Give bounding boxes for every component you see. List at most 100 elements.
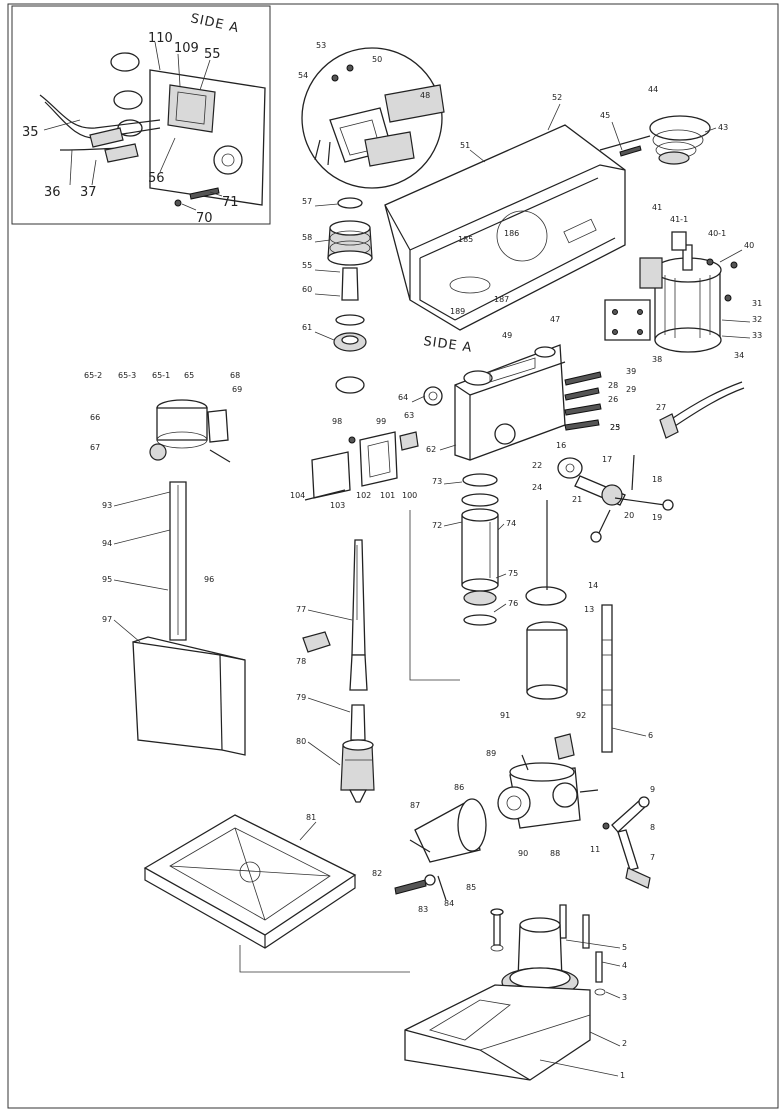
callout-67: 67: [90, 443, 100, 452]
assembly-leader-table: [239, 945, 410, 973]
callout-104: 104: [290, 491, 305, 500]
callout-79: 79: [296, 693, 306, 702]
callout-99: 99: [376, 417, 386, 426]
callout-74: 74: [506, 519, 516, 528]
callout-73: 73: [432, 477, 442, 486]
callout-61: 61: [302, 323, 312, 332]
callout-7: 7: [650, 853, 655, 862]
callout-54: 54: [298, 71, 308, 80]
callout-4: 4: [622, 961, 627, 970]
callout-37: 37: [80, 185, 97, 200]
callout-27: 27: [656, 403, 666, 412]
callout-110: 110: [148, 31, 173, 46]
callout-82: 82: [372, 869, 382, 878]
callout-11: 11: [590, 845, 600, 854]
table-bracket: [497, 733, 599, 829]
callout-48: 48: [420, 91, 430, 100]
feed-shaft-assembly: [557, 454, 674, 543]
callout-71: 71: [222, 195, 239, 210]
callout-38: 38: [652, 355, 662, 364]
callout-65-2: 65-2: [84, 371, 102, 380]
callout-53: 53: [316, 41, 326, 50]
inset-side-a: SIDE A: [11, 5, 271, 225]
callout-96: 96: [204, 575, 214, 584]
callout-60: 60: [302, 285, 312, 294]
callout-8: 8: [650, 823, 655, 832]
callout-36: 36: [44, 185, 61, 200]
spindle-pulley-stack: [327, 197, 373, 394]
callout-19: 19: [652, 513, 662, 522]
callout-1: 1: [620, 1071, 625, 1080]
quill-assembly: [461, 473, 499, 626]
callout-49: 49: [502, 331, 512, 340]
rack-6: [601, 604, 613, 753]
callout-83: 83: [418, 905, 428, 914]
work-table-81: [143, 814, 357, 949]
inset-title: SIDE A: [189, 11, 240, 36]
callout-25: 25: [610, 423, 620, 432]
callout-187: 187: [494, 295, 509, 304]
callout-84: 84: [444, 899, 454, 908]
callout-28: 28: [608, 381, 618, 390]
base-bolts: [490, 904, 606, 996]
callout-62: 62: [426, 445, 436, 454]
callout-55: 55: [302, 261, 312, 270]
callout-91: 91: [500, 711, 510, 720]
callout-45: 45: [600, 111, 610, 120]
callout-18: 18: [652, 475, 662, 484]
callout-93: 93: [102, 501, 112, 510]
callout-78: 78: [296, 657, 306, 666]
side-a-label: SIDE A: [422, 334, 473, 356]
callout-17: 17: [602, 455, 612, 464]
head-casting-62: SIDE A: [422, 334, 602, 461]
callout-32: 32: [752, 315, 762, 324]
callout-leaders: [113, 103, 751, 1077]
callout-44: 44: [648, 85, 658, 94]
callout-85: 85: [466, 883, 476, 892]
callout-20: 20: [624, 511, 634, 520]
depth-stop-assembly: [304, 431, 419, 501]
callout-41-1: 41-1: [670, 215, 688, 224]
callout-100: 100: [402, 491, 417, 500]
callout-95: 95: [102, 575, 112, 584]
motor-pulley: [599, 115, 711, 165]
callout-2: 2: [622, 1039, 627, 1048]
callout-47: 47: [550, 315, 560, 324]
callout-89: 89: [486, 749, 496, 758]
callout-80: 80: [296, 737, 306, 746]
callout-97: 97: [102, 615, 112, 624]
callout-35: 35: [22, 125, 39, 140]
callout-186: 186: [504, 229, 519, 238]
callout-52: 52: [552, 93, 562, 102]
page-frame: [7, 3, 779, 1109]
assembly-leader-column: [409, 510, 460, 681]
callout-labels: 110 109 55 35 36 37 56 71 70 53 54 50 48…: [22, 31, 762, 1080]
callout-57: 57: [302, 197, 312, 206]
callout-24: 24: [532, 483, 542, 492]
callout-65-3: 65-3: [118, 371, 136, 380]
callout-72: 72: [432, 521, 442, 530]
column-and-guard: [132, 481, 246, 756]
callout-33: 33: [752, 331, 762, 340]
callout-22: 22: [532, 461, 542, 470]
callout-40-1: 40-1: [708, 229, 726, 238]
callout-58: 58: [302, 233, 312, 242]
callout-55: 55: [204, 47, 221, 62]
callout-98: 98: [332, 417, 342, 426]
callout-5: 5: [622, 943, 627, 952]
callout-81: 81: [306, 813, 316, 822]
callout-65: 65: [184, 371, 194, 380]
callout-13: 13: [584, 605, 594, 614]
callout-14: 14: [588, 581, 598, 590]
callout-40: 40: [744, 241, 754, 250]
callout-34: 34: [734, 351, 744, 360]
callout-51: 51: [460, 141, 470, 150]
crank-handle: [602, 796, 651, 889]
belt-guard-52: [384, 124, 626, 331]
callout-56: 56: [148, 171, 165, 186]
callout-185: 185: [458, 235, 473, 244]
callout-70: 70: [196, 211, 213, 226]
callout-26: 26: [608, 395, 618, 404]
callout-103: 103: [330, 501, 345, 510]
